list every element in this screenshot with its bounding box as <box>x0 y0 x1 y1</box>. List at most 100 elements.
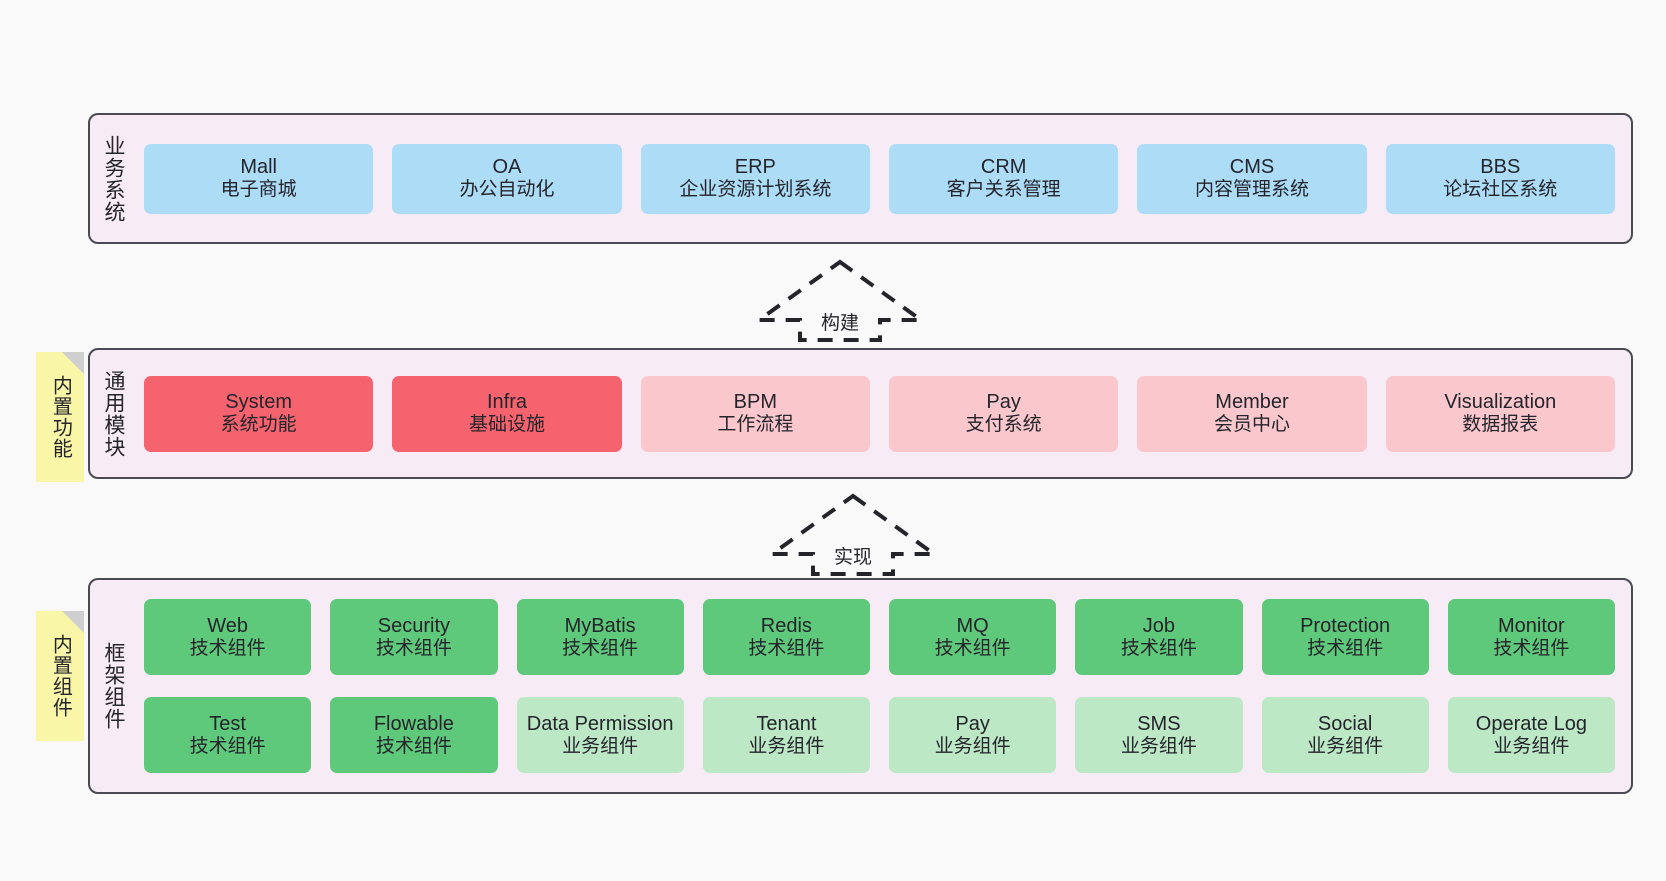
row: Test 技术组件 Flowable 技术组件 Data Permission … <box>144 697 1615 773</box>
node-title: Mall <box>240 156 277 179</box>
node-pay-biz[interactable]: Pay 业务组件 <box>889 697 1057 773</box>
node-subtitle: 业务组件 <box>1120 735 1197 757</box>
node-visualization[interactable]: Visualization 数据报表 <box>1385 375 1615 452</box>
node-oa[interactable]: OA 办公自动化 <box>392 143 622 214</box>
node-web[interactable]: Web 技术组件 <box>144 599 312 675</box>
node-subtitle: 技术组件 <box>1120 637 1197 659</box>
node-title: Social <box>1317 712 1373 735</box>
node-bbs[interactable]: BBS 论坛社区系统 <box>1385 143 1615 214</box>
node-title: Redis <box>760 614 812 637</box>
node-subtitle: 技术组件 <box>748 637 825 659</box>
node-title: MQ <box>956 614 989 637</box>
node-infra[interactable]: Infra 基础设施 <box>392 375 622 452</box>
node-system[interactable]: System 系统功能 <box>144 375 374 452</box>
layer-business-system: 业务系统 Mall 电子商城 OA 办公自动化 ERP 企业资源计划系统 CRM… <box>88 113 1633 244</box>
node-subtitle: 技术组件 <box>1307 637 1384 659</box>
node-title: System <box>225 391 292 414</box>
connector-implement-arrow: 实现 <box>765 492 941 577</box>
row: Mall 电子商城 OA 办公自动化 ERP 企业资源计划系统 CRM 客户关系… <box>144 143 1615 214</box>
node-subtitle: 客户关系管理 <box>946 179 1061 201</box>
node-title: CMS <box>1229 156 1275 179</box>
node-subtitle: 内容管理系统 <box>1194 179 1309 201</box>
node-tenant[interactable]: Tenant 业务组件 <box>702 697 870 773</box>
node-title: Visualization <box>1444 391 1557 414</box>
node-pay[interactable]: Pay 支付系统 <box>888 375 1119 452</box>
node-subtitle: 业务组件 <box>748 735 825 757</box>
node-crm[interactable]: CRM 客户关系管理 <box>888 143 1119 214</box>
node-subtitle: 企业资源计划系统 <box>679 179 832 201</box>
node-mybatis[interactable]: MyBatis 技术组件 <box>516 599 684 675</box>
node-monitor[interactable]: Monitor 技术组件 <box>1447 599 1615 675</box>
layer-label-business-system: 业务系统 <box>101 134 125 223</box>
sticky-note-builtin-component: 内置组件 <box>36 611 84 741</box>
node-cms[interactable]: CMS 内容管理系统 <box>1137 143 1367 214</box>
node-title: Member <box>1215 391 1289 414</box>
connector-label: 实现 <box>768 542 938 569</box>
node-title: Pay <box>986 391 1021 414</box>
node-data-permission[interactable]: Data Permission 业务组件 <box>516 697 684 773</box>
node-title: Job <box>1142 614 1175 637</box>
node-subtitle: 办公自动化 <box>459 179 555 201</box>
row: System 系统功能 Infra 基础设施 BPM 工作流程 Pay 支付系统… <box>144 375 1615 452</box>
connector-label: 构建 <box>755 308 925 335</box>
node-title: ERP <box>734 156 776 179</box>
layer-common-module: 通用模块 System 系统功能 Infra 基础设施 BPM 工作流程 Pay… <box>88 348 1633 479</box>
node-subtitle: 业务组件 <box>934 735 1011 757</box>
node-erp[interactable]: ERP 企业资源计划系统 <box>640 143 870 214</box>
node-social[interactable]: Social 业务组件 <box>1261 697 1429 773</box>
node-title: CRM <box>980 156 1027 179</box>
node-title: MyBatis <box>564 614 636 637</box>
node-subtitle: 技术组件 <box>189 735 266 757</box>
node-security[interactable]: Security 技术组件 <box>330 599 498 675</box>
node-title: Web <box>207 614 248 637</box>
node-subtitle: 技术组件 <box>934 637 1011 659</box>
node-subtitle: 技术组件 <box>562 637 639 659</box>
node-title: BBS <box>1480 156 1521 179</box>
node-redis[interactable]: Redis 技术组件 <box>702 599 870 675</box>
node-subtitle: 会员中心 <box>1213 414 1290 436</box>
sticky-note-text: 内置功能 <box>49 375 72 459</box>
node-bpm[interactable]: BPM 工作流程 <box>640 375 870 452</box>
node-subtitle: 技术组件 <box>375 735 452 757</box>
node-subtitle: 业务组件 <box>1307 735 1384 757</box>
node-subtitle: 基础设施 <box>468 414 545 436</box>
node-protection[interactable]: Protection 技术组件 <box>1261 599 1429 675</box>
layer-body-common-module: System 系统功能 Infra 基础设施 BPM 工作流程 Pay 支付系统… <box>136 350 1631 477</box>
node-subtitle: 数据报表 <box>1462 414 1539 436</box>
node-flowable[interactable]: Flowable 技术组件 <box>330 697 498 773</box>
node-operate-log[interactable]: Operate Log 业务组件 <box>1447 697 1615 773</box>
node-subtitle: 电子商城 <box>220 179 297 201</box>
connector-build-arrow: 构建 <box>752 258 928 343</box>
node-subtitle: 工作流程 <box>717 414 794 436</box>
node-subtitle: 技术组件 <box>189 637 266 659</box>
connector-label-text: 实现 <box>831 547 874 568</box>
node-sms[interactable]: SMS 业务组件 <box>1075 697 1243 773</box>
node-subtitle: 技术组件 <box>1493 637 1570 659</box>
node-title: Infra <box>486 391 527 414</box>
node-title: Monitor <box>1498 614 1565 637</box>
layer-label-common-module: 通用模块 <box>101 369 125 458</box>
node-subtitle: 技术组件 <box>375 637 452 659</box>
node-title: Security <box>377 614 450 637</box>
node-job[interactable]: Job 技术组件 <box>1075 599 1243 675</box>
node-title: OA <box>492 156 522 179</box>
node-test[interactable]: Test 技术组件 <box>144 697 312 773</box>
node-title: Data Permission <box>526 712 674 735</box>
node-title: BPM <box>733 391 777 414</box>
node-title: Test <box>209 712 246 735</box>
row: Web 技术组件 Security 技术组件 MyBatis 技术组件 Redi… <box>144 599 1615 675</box>
node-mq[interactable]: MQ 技术组件 <box>889 599 1057 675</box>
node-subtitle: 业务组件 <box>562 735 639 757</box>
layer-body-framework-component: Web 技术组件 Security 技术组件 MyBatis 技术组件 Redi… <box>136 580 1631 792</box>
node-mall[interactable]: Mall 电子商城 <box>144 143 374 214</box>
node-title: Flowable <box>373 712 454 735</box>
node-member[interactable]: Member 会员中心 <box>1137 375 1367 452</box>
node-subtitle: 业务组件 <box>1493 735 1570 757</box>
layer-framework-component: 框架组件 Web 技术组件 Security 技术组件 MyBatis 技术组件… <box>88 578 1633 794</box>
node-title: Pay <box>955 712 990 735</box>
node-subtitle: 论坛社区系统 <box>1443 179 1558 201</box>
node-subtitle: 支付系统 <box>965 414 1042 436</box>
layer-label-framework-component: 框架组件 <box>101 642 125 730</box>
connector-label-text: 构建 <box>818 313 861 334</box>
layer-body-business-system: Mall 电子商城 OA 办公自动化 ERP 企业资源计划系统 CRM 客户关系… <box>136 115 1631 242</box>
